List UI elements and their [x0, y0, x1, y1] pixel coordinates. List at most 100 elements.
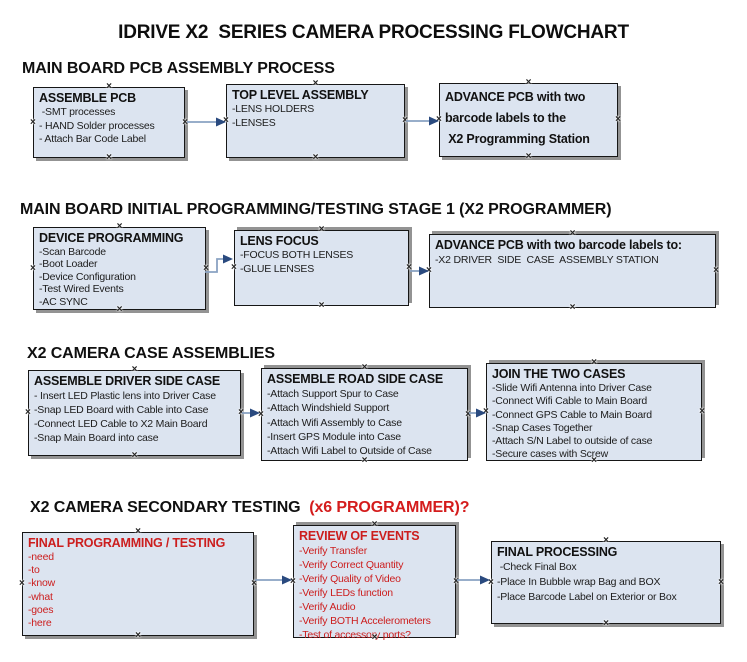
flow-node-assemble-pcb: ASSEMBLE PCB -SMT processes- HAND Solder…: [30, 82, 188, 163]
connection-anchor-left-icon: ×: [426, 265, 432, 276]
node-item-line: -Insert GPS Module into Case: [267, 430, 401, 443]
flow-arrow-head: [480, 575, 490, 585]
connection-anchor-right-icon: ×: [402, 115, 408, 126]
connection-anchor-bottom-icon: ×: [106, 152, 112, 163]
flow-arrow-head: [282, 575, 292, 585]
connection-anchor-right-icon: ×: [713, 265, 719, 276]
node-item-line: -Attach S/N Label to outside of case: [492, 435, 653, 448]
node-item-line: -Connect GPS Cable to Main Board: [492, 408, 652, 421]
node-title: FINAL PROGRAMMING / TESTING: [28, 536, 226, 550]
flow-node-lens-focus: LENS FOCUS -FOCUS BOTH LENSES-GLUE LENSE…: [231, 225, 412, 311]
connection-anchor-left-icon: ×: [25, 407, 31, 418]
connection-anchor-right-icon: ×: [453, 575, 459, 587]
node-item-line: -Slide Wifi Antenna into Driver Case: [492, 382, 652, 394]
flow-arrow-elbow: [205, 258, 224, 273]
node-item-line: -Attach Support Spur to Case: [267, 388, 399, 400]
node-item-line: -here: [28, 617, 52, 630]
flow-node-final-processing: FINAL PROCESSING -Check Final Box-Place …: [488, 536, 724, 629]
node-items: -LENS HOLDERS-LENSES: [232, 103, 399, 130]
node-items: - Insert LED Plastic lens into Driver Ca…: [34, 389, 235, 445]
node-item-line: -SMT processes: [39, 106, 116, 118]
heading-red-part: (x6 PROGRAMMER)?: [304, 499, 470, 516]
node-item-line: -Connect LED Cable to X2 Main Board: [34, 418, 208, 430]
connection-anchor-left-icon: ×: [290, 575, 296, 587]
node-item-line: - Insert LED Plastic lens into Driver Ca…: [34, 390, 216, 402]
node-item-line: -Device Configuration: [39, 270, 136, 283]
connection-anchor-right-icon: ×: [406, 262, 412, 273]
node-item-line: X2 Programming Station: [445, 132, 590, 146]
connection-anchor-left-icon: ×: [488, 576, 494, 588]
connection-anchor-bottom-icon: ×: [569, 302, 576, 313]
node-title: TOP LEVEL ASSEMBLY: [232, 88, 369, 102]
node-items: -Verify Transfer-Verify Correct Quantity…: [299, 544, 450, 642]
flow-node-advance-pcb-programming-station: ADVANCE PCB with two barcode labels to t…: [436, 78, 621, 162]
node-items: -need-to-know-what-goes-here: [28, 551, 248, 630]
node-item-line: -Scan Barcode: [39, 246, 106, 258]
node-item-line: -Connect Wifi Cable to Main Board: [492, 395, 648, 408]
node-item-line: -Verify Quality of Video: [299, 573, 401, 585]
node-title: ADVANCE PCB with two: [445, 90, 586, 104]
node-item-line: -Snap Main Board into case: [34, 432, 159, 444]
node-item-line: -Attach Wifi Label to Outside of Case: [267, 445, 432, 458]
node-items: -Check Final Box-Place In Bubble wrap Ba…: [497, 560, 715, 605]
node-items: -SMT processes- HAND Solder processes- A…: [39, 106, 179, 147]
connection-anchor-bottom-icon: ×: [135, 630, 141, 641]
connection-anchor-right-icon: ×: [203, 262, 209, 274]
flow-node-advance-pcb-case-assembly: ADVANCE PCB with two barcode labels to: …: [426, 229, 719, 313]
section-heading-secondary-testing: X2 CAMERA SECONDARY TESTING (x6 PROGRAMM…: [30, 499, 470, 517]
node-item-line: - HAND Solder processes: [39, 119, 155, 132]
connection-anchor-right-icon: ×: [465, 408, 471, 420]
node-item-line: -to: [28, 564, 40, 577]
connection-anchor-left-icon: ×: [483, 406, 489, 417]
node-item-line: -LENSES: [232, 116, 276, 129]
node-item-line: -Snap LED Board with Cable into Case: [34, 404, 209, 416]
connection-anchor-left-icon: ×: [223, 115, 229, 126]
node-item-line: -what: [28, 590, 53, 603]
section-heading-pcb-assembly: MAIN BOARD PCB ASSEMBLY PROCESS: [22, 60, 335, 77]
node-item-line: -know: [28, 577, 56, 590]
connection-anchor-bottom-icon: ×: [603, 618, 609, 629]
flow-arrow-head: [429, 116, 439, 126]
node-item-line: -Attach Wifi Assembly to Case: [267, 416, 402, 429]
flow-node-join-the-two-cases: JOIN THE TWO CASES -Slide Wifi Antenna i…: [483, 358, 705, 466]
node-items: -FOCUS BOTH LENSES-GLUE LENSES: [240, 249, 403, 276]
node-item-line: -Verify BOTH Accelerometers: [299, 615, 431, 627]
node-title: ADVANCE PCB with two barcode labels to:: [435, 238, 682, 252]
connection-anchor-left-icon: ×: [30, 262, 36, 274]
flow-node-final-programming-testing: FINAL PROGRAMMING / TESTING -need-to-kno…: [19, 527, 257, 641]
connection-anchor-right-icon: ×: [615, 114, 621, 125]
heading-black-part: X2 CAMERA SECONDARY TESTING: [30, 499, 305, 516]
connection-anchor-left-icon: ×: [436, 114, 442, 125]
section-heading-case-assemblies: X2 CAMERA CASE ASSEMBLIES: [27, 345, 275, 362]
connection-anchor-bottom-icon: ×: [131, 450, 138, 461]
node-title: LENS FOCUS: [240, 234, 319, 248]
connection-anchor-bottom-icon: ×: [312, 152, 319, 163]
connection-anchor-left-icon: ×: [30, 116, 36, 128]
connection-anchor-right-icon: ×: [182, 116, 188, 128]
section-heading-initial-programming: MAIN BOARD INITIAL PROGRAMMING/TESTING S…: [20, 201, 612, 218]
flow-node-assemble-road-side-case: ASSEMBLE ROAD SIDE CASE -Attach Support …: [258, 363, 471, 466]
connection-anchor-right-icon: ×: [251, 578, 257, 589]
flow-arrow-head: [216, 117, 226, 127]
node-title: ASSEMBLE DRIVER SIDE CASE: [34, 374, 221, 388]
node-items: -Slide Wifi Antenna into Driver Case-Con…: [492, 382, 696, 462]
node-item-line: -FOCUS BOTH LENSES: [240, 249, 354, 261]
connection-anchor-left-icon: ×: [19, 578, 25, 589]
node-items: barcode labels to the X2 Programming Sta…: [445, 108, 612, 150]
connection-anchor-left-icon: ×: [231, 262, 237, 273]
flow-arrow-head: [250, 408, 260, 418]
node-title: REVIEW OF EVENTS: [299, 529, 420, 543]
node-item-line: -need: [28, 551, 54, 563]
connection-anchor-right-icon: ×: [238, 407, 244, 418]
node-item-line: -Verify Transfer: [299, 545, 367, 557]
flow-arrow-head: [419, 266, 429, 276]
node-title: ASSEMBLE ROAD SIDE CASE: [267, 372, 443, 386]
node-items: -Attach Support Spur to Case-Attach Wind…: [267, 387, 462, 458]
connection-anchor-bottom-icon: ×: [318, 300, 325, 311]
node-title: FINAL PROCESSING: [497, 545, 618, 559]
node-item-line: -goes: [28, 603, 54, 616]
connection-anchor-left-icon: ×: [258, 408, 264, 420]
node-item-line: -Secure cases with Screw: [492, 448, 608, 461]
node-item-line: -Test Wired Events: [39, 283, 124, 296]
